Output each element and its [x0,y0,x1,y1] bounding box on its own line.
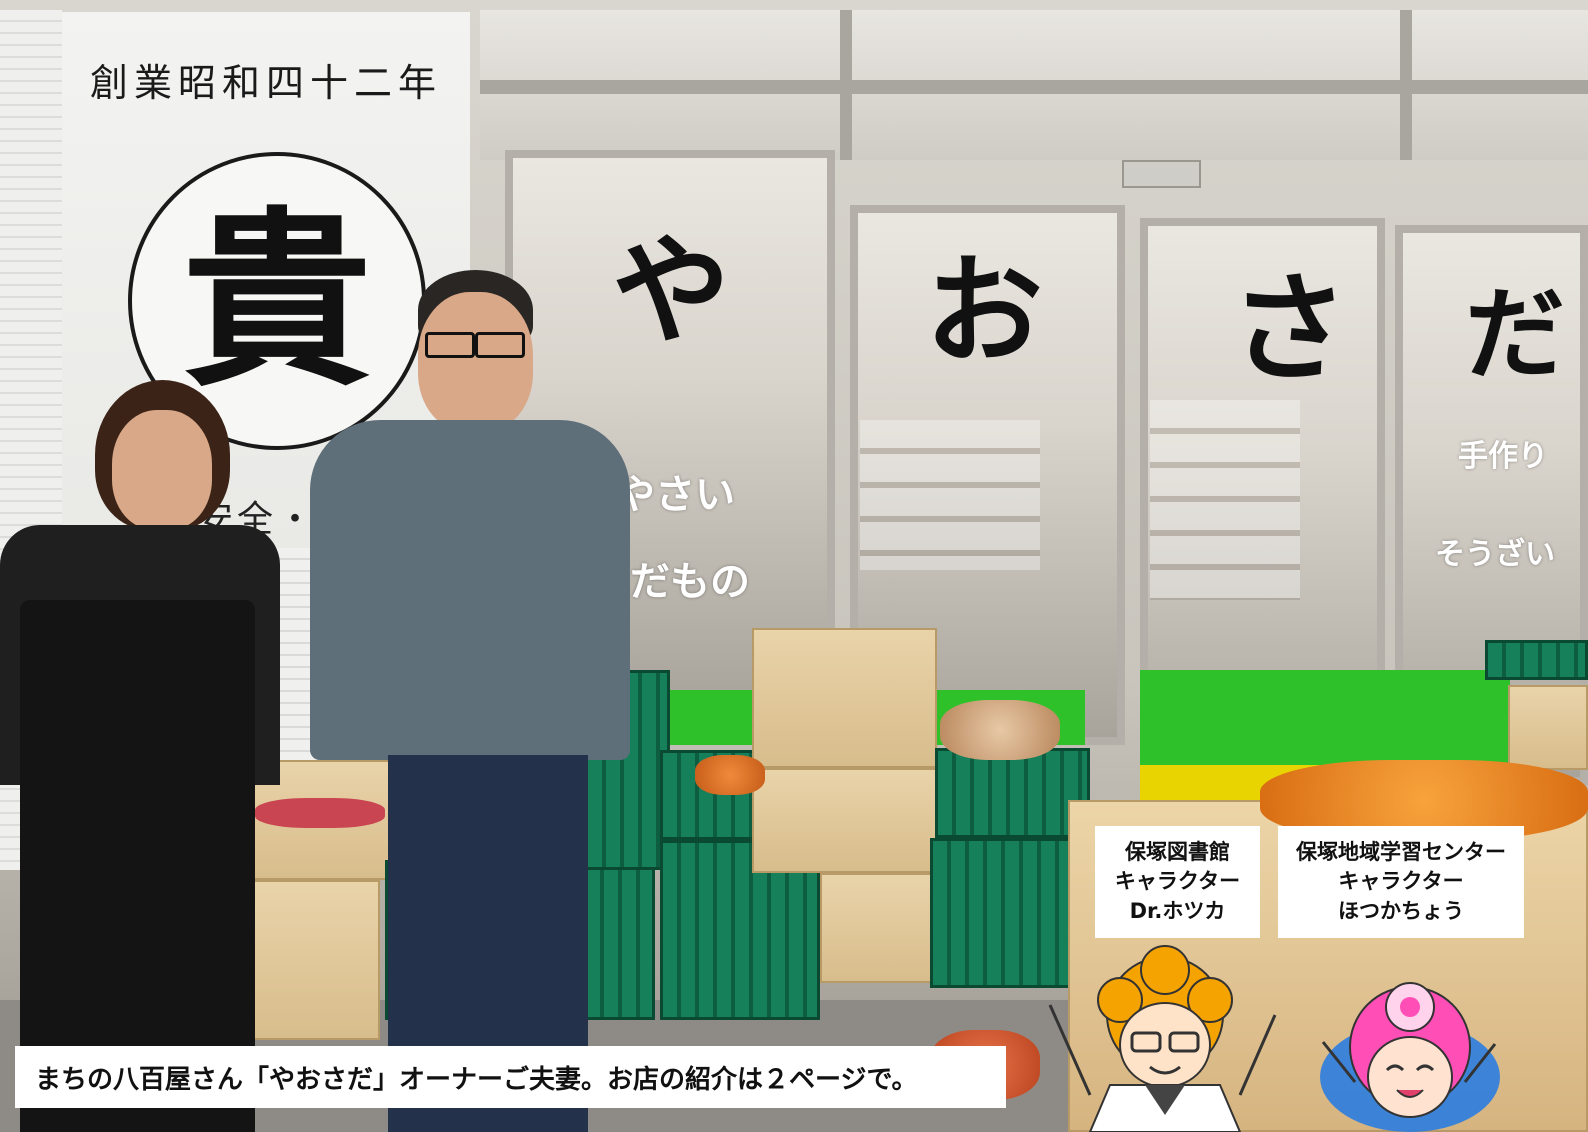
man-glasses [475,332,525,358]
emblem-character: 貴 [181,189,372,412]
photo-caption: まちの八百屋さん「やおさだ」オーナーご夫妻。お店の紹介は２ページで。 [15,1046,1006,1108]
man-face [418,292,533,432]
produce-strawberries [255,798,385,828]
crate [930,838,1090,988]
crate [1485,640,1588,680]
man-glasses [425,332,475,358]
character-label-line: ほつかちょう [1338,898,1464,923]
window-label-vegetables: やさい [615,472,735,518]
character-label-line: キャラクター [1338,869,1464,894]
man-tshirt [310,420,630,760]
store-canopy [480,10,1588,160]
person-woman [0,380,280,1132]
character-label-dr-hotsuka: 保塚図書館 キャラクター Dr.ホツカ [1095,826,1260,938]
onion-box [752,628,937,768]
character-label-line: 保塚地域学習センター [1296,839,1506,864]
hotsukacho-illustration [1320,982,1500,1132]
interior-shelves [1150,400,1300,600]
store-name-char-1: や [612,222,731,360]
store-name-char-3: さ [1230,260,1349,398]
character-label-line: 保塚図書館 [1125,839,1230,864]
woman-apron [20,600,255,1132]
crate [935,748,1090,838]
door-closer [1122,160,1201,188]
onion-box [820,873,935,983]
character-label-line: Dr.ホツカ [1129,898,1226,923]
store-name-char-2: お [925,242,1044,380]
character-label-hotsukacho: 保塚地域学習センター キャラクター ほつかちょう [1278,826,1524,938]
interior-shelves-2 [860,420,1040,570]
character-label-line: キャラクター [1114,869,1241,894]
store-green-band-right [1140,670,1510,765]
produce-onions [940,700,1060,760]
window-label-handmade: 手作り [1458,439,1548,474]
onion-box [752,768,937,873]
produce-box [1508,685,1588,770]
person-man [310,270,630,1132]
woman-face [112,410,212,530]
sign-established-text: 創業昭和四十二年 [89,61,442,105]
dr-hotsuka-illustration [1048,945,1277,1132]
window-label-fruit: だもの [630,559,750,605]
store-name-char-4: だ [1465,276,1565,393]
window-label-deli: そうざい [1435,537,1555,572]
produce-carrots [695,755,765,795]
